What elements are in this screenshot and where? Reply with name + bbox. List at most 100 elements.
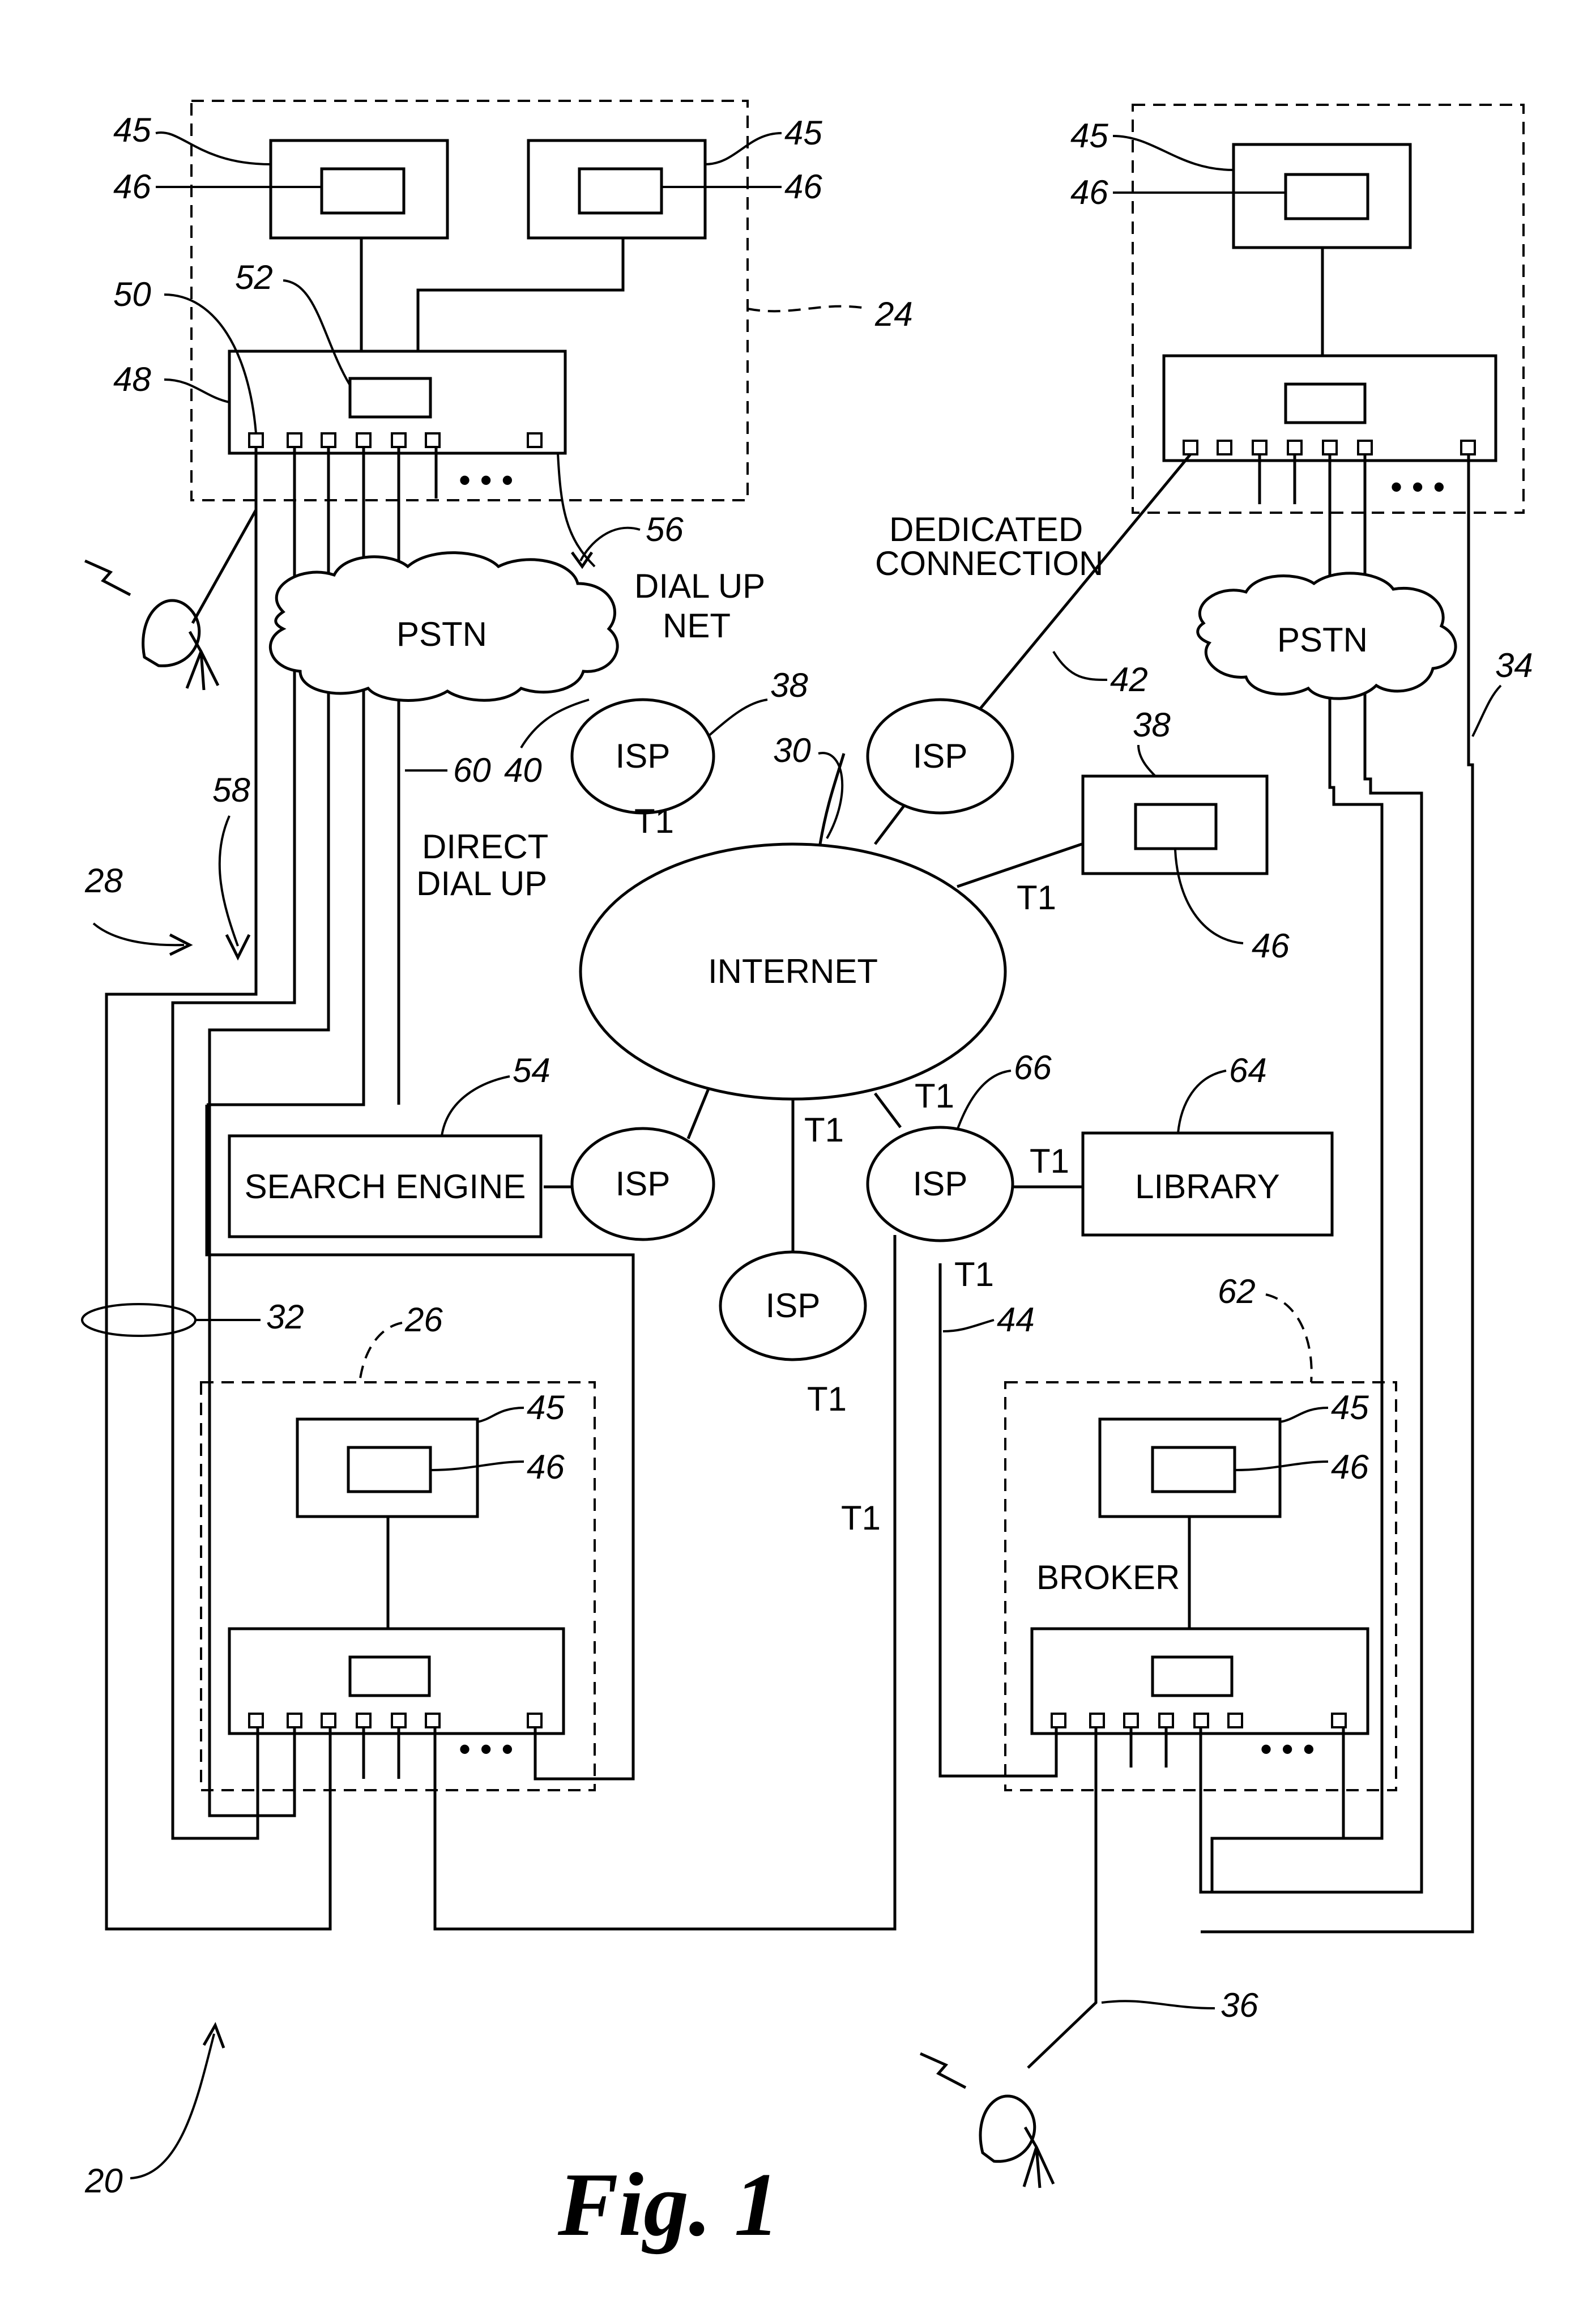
site-62-boundary bbox=[1004, 1381, 1397, 1791]
direct-line2: DIAL UP bbox=[416, 864, 547, 902]
t1-g: T1 bbox=[807, 1380, 847, 1418]
site-top-right: • • • bbox=[1132, 104, 1525, 514]
dial-up-net-line2: NET bbox=[663, 607, 731, 645]
display-46-a bbox=[320, 167, 406, 215]
ellipsis-top-right: • • • bbox=[1390, 468, 1445, 506]
library-label: LIBRARY bbox=[1135, 1168, 1280, 1206]
interface-broker bbox=[1151, 1655, 1234, 1697]
display-46-c bbox=[1284, 173, 1369, 220]
dial-up-net-line1: DIAL UP bbox=[634, 567, 765, 605]
t1-d: T1 bbox=[804, 1111, 844, 1149]
ref-45-d: 45 bbox=[527, 1389, 565, 1426]
site-62-broker: • • • BROKER bbox=[1004, 1381, 1397, 1791]
dedicated-line1: DEDICATED bbox=[889, 510, 1083, 548]
ref-32: 32 bbox=[266, 1298, 304, 1336]
isp-search-label: ISP bbox=[616, 1165, 671, 1203]
pstn-left: PSTN bbox=[268, 551, 619, 702]
ref-45-a: 45 bbox=[113, 111, 151, 149]
isp-nodes: ISP ISP ISP ISP ISP bbox=[570, 698, 1014, 1361]
direct-line1: DIRECT bbox=[422, 828, 548, 866]
display-46-d bbox=[347, 1446, 432, 1493]
ref-24: 24 bbox=[874, 295, 913, 333]
ref-46-d: 46 bbox=[527, 1448, 565, 1486]
ref-48: 48 bbox=[113, 360, 151, 398]
pstn-right-label: PSTN bbox=[1277, 621, 1368, 659]
ref-38-right: 38 bbox=[1133, 706, 1171, 744]
t1-e: T1 bbox=[1030, 1142, 1069, 1180]
ref-38-left: 38 bbox=[770, 666, 808, 704]
isp-bottom-label: ISP bbox=[766, 1287, 821, 1325]
dedicated-line2: CONNECTION bbox=[875, 544, 1103, 582]
broker-label: BROKER bbox=[1036, 1558, 1180, 1596]
ref-46-c: 46 bbox=[1070, 173, 1108, 211]
ref-40: 40 bbox=[504, 751, 542, 789]
isp-dedicated-label: ISP bbox=[913, 737, 968, 775]
t1-f: T1 bbox=[954, 1255, 994, 1293]
isp-search bbox=[570, 1127, 715, 1241]
interface-top-right bbox=[1284, 382, 1367, 424]
connection-lines bbox=[105, 447, 1474, 2069]
ref-64: 64 bbox=[1229, 1051, 1267, 1089]
ref-28: 28 bbox=[84, 862, 123, 900]
ref-52: 52 bbox=[235, 258, 273, 296]
ref-36: 36 bbox=[1221, 1986, 1258, 2024]
t1-h: T1 bbox=[841, 1499, 881, 1537]
interface-52 bbox=[348, 377, 432, 419]
t1-a: T1 bbox=[634, 802, 674, 840]
isp-66-label: ISP bbox=[913, 1165, 968, 1203]
t1-c: T1 bbox=[915, 1077, 954, 1115]
ref-45-e: 45 bbox=[1331, 1389, 1369, 1426]
site-26-boundary bbox=[200, 1381, 596, 1791]
isp-38-left-label: ISP bbox=[616, 737, 671, 775]
ref-30: 30 bbox=[773, 731, 811, 769]
reference-numerals: 45 46 45 46 50 52 48 24 56 45 46 42 34 3… bbox=[84, 111, 1533, 2200]
internet-label: INTERNET bbox=[708, 952, 878, 990]
internet-hub: INTERNET bbox=[544, 736, 1083, 1252]
ref-46-b: 46 bbox=[784, 168, 822, 206]
isp-dedicated bbox=[866, 698, 1014, 815]
site-24-boundary bbox=[190, 100, 749, 501]
isp-bottom bbox=[719, 1250, 867, 1361]
link-group-32 bbox=[81, 1303, 197, 1337]
satellite-dish-left-icon bbox=[84, 559, 220, 691]
ellipsis-bottom-right: • • • bbox=[1260, 1730, 1315, 1768]
ref-45-c: 45 bbox=[1070, 117, 1108, 155]
ref-45-b: 45 bbox=[784, 114, 822, 152]
site-24: • • • bbox=[190, 100, 749, 501]
figure-caption: Fig. 1 bbox=[557, 2154, 779, 2255]
isp-66 bbox=[866, 1126, 1014, 1242]
search-engine-box bbox=[228, 1134, 543, 1238]
ref-46-a: 46 bbox=[113, 168, 151, 206]
ref-50: 50 bbox=[113, 275, 151, 313]
t1-b: T1 bbox=[1017, 879, 1056, 917]
ref-54: 54 bbox=[513, 1051, 551, 1089]
display-46-right bbox=[1134, 803, 1218, 850]
ref-20: 20 bbox=[84, 2162, 123, 2200]
site-26: • • • bbox=[200, 1381, 596, 1791]
ref-56: 56 bbox=[646, 510, 684, 548]
ref-44: 44 bbox=[997, 1301, 1035, 1339]
ref-60: 60 bbox=[453, 751, 491, 789]
display-46-e bbox=[1151, 1446, 1236, 1493]
ellipsis-top-left: • • • bbox=[459, 461, 513, 499]
site-top-right-boundary bbox=[1132, 104, 1525, 514]
library-box bbox=[1081, 1131, 1334, 1237]
ref-66: 66 bbox=[1014, 1049, 1052, 1087]
ref-46-e: 46 bbox=[1331, 1448, 1369, 1486]
display-46-b bbox=[578, 167, 663, 215]
ref-58: 58 bbox=[212, 771, 250, 809]
ref-42: 42 bbox=[1110, 661, 1148, 699]
pstn-right: PSTN bbox=[1196, 572, 1457, 700]
ref-62: 62 bbox=[1218, 1272, 1256, 1310]
isp-38-left bbox=[570, 698, 715, 815]
interface-26 bbox=[348, 1655, 431, 1697]
ref-26: 26 bbox=[404, 1301, 443, 1339]
satellite-dish-right-icon bbox=[919, 2052, 1055, 2188]
internet-cloud bbox=[579, 842, 1007, 1101]
ref-34: 34 bbox=[1495, 646, 1533, 684]
pstn-left-label: PSTN bbox=[396, 615, 487, 653]
ellipsis-bottom-left: • • • bbox=[459, 1730, 513, 1768]
search-engine-label: SEARCH ENGINE bbox=[245, 1168, 526, 1206]
ref-46-right: 46 bbox=[1252, 927, 1290, 965]
